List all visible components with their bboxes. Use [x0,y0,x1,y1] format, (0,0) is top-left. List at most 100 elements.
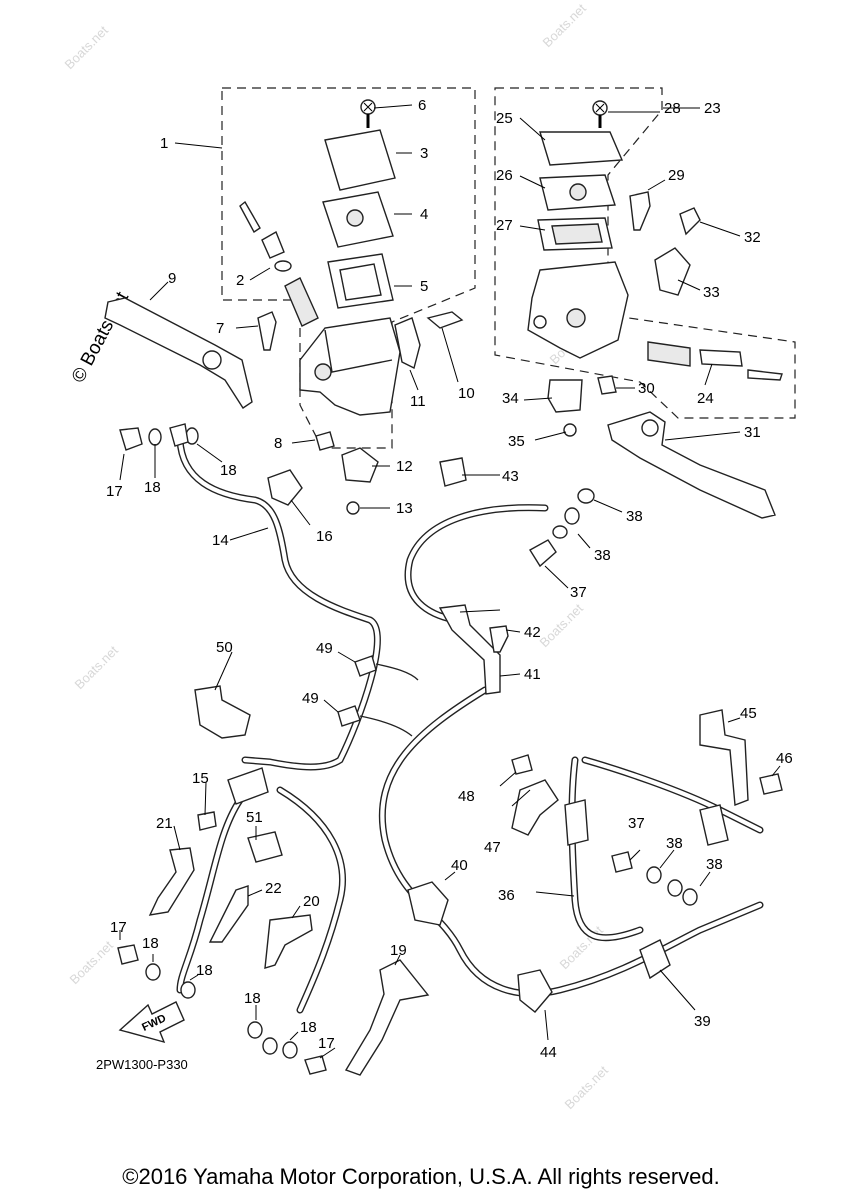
callout-11: 11 [410,393,426,410]
washer-part-38 [646,866,662,884]
switch-part-34 [547,379,583,413]
parts-diagram: Boats.net Boats.net Boats.net Boats.net … [62,0,796,1112]
callout-49: 49 [316,640,333,657]
callout-14: 14 [212,532,229,549]
callout-26: 26 [496,167,513,184]
callout-23: 23 [704,100,721,117]
bracket-part-19 [344,959,430,1076]
callout-31: 31 [744,424,761,441]
clamp-part-39 [639,939,671,980]
clamp-part-16 [267,469,303,506]
washer-part-18 [247,1021,263,1039]
screw-part-6 [360,99,376,128]
washer-part-18 [145,963,161,981]
callout-36: 36 [498,887,515,904]
pivot-bolt-part-7 [257,311,277,351]
callout-3: 3 [420,145,428,162]
clamp-part-51 [247,831,283,863]
callout-24: 24 [697,390,714,407]
banjo-bolt-part-17 [119,427,143,451]
clamp-part-43 [439,457,467,487]
hoses [176,436,764,1014]
bracket-part-21 [148,847,195,916]
callout-8: 8 [274,435,282,452]
brake-lever-part-9 [104,297,253,409]
nut-part-15 [197,811,217,831]
fittings [117,423,783,1076]
callout-19: 19 [390,942,407,959]
callout-35: 35 [508,433,525,450]
bolt-part-46 [759,773,783,795]
callout-33: 33 [703,284,720,301]
callout-46: 46 [776,750,793,767]
screw-part-13 [346,501,360,515]
callout-18: 18 [220,462,237,479]
washer-part-38 [682,888,698,906]
callout-17: 17 [106,483,123,500]
bracket-part-47 [511,779,559,836]
bolt-part-42 [489,625,509,653]
clamp-part-44 [517,969,553,1013]
callout-18: 18 [142,935,159,952]
washer-part-18 [262,1037,278,1055]
callout-22: 22 [265,880,282,897]
callout-18: 18 [300,1019,317,1036]
bolt-part-29 [629,191,651,231]
callout-50: 50 [216,639,233,656]
leader-lines [119,104,781,1059]
bolt-part-10 [426,311,464,329]
callout-9: 9 [168,270,176,287]
watermark: Boats.net [62,22,112,72]
callout-28: 28 [664,100,681,117]
callout-30: 30 [638,380,655,397]
switch-part-12 [341,447,379,483]
callout-17: 17 [110,919,127,936]
callout-38: 38 [594,547,611,564]
callout-51: 51 [246,809,263,826]
watermark: Boats.net [562,1062,612,1112]
piston-kit-part-2 [239,200,319,327]
callout-18: 18 [244,990,261,1007]
callout-4: 4 [420,206,428,223]
bolt-part-48 [511,754,533,775]
holder-part-33 [654,247,691,296]
screw-part-35 [563,423,577,437]
callout-38: 38 [626,508,643,525]
fwd-arrow: FWD [118,1001,185,1044]
callout-20: 20 [303,893,320,910]
callout-44: 44 [540,1044,557,1061]
callout-49: 49 [302,690,319,707]
bracket-part-45 [699,709,749,806]
banjo-bolt-part-17 [117,944,139,965]
clamp-part-50 [194,685,251,739]
callout-16: 16 [316,528,333,545]
callout-25: 25 [496,110,513,127]
callout-labels: 1 2 3 4 5 6 7 8 9 10 11 12 13 14 15 16 1… [106,97,793,1061]
callout-37: 37 [628,815,645,832]
watermark: Boats.net [540,0,590,50]
watermark: Boats.net [537,600,587,650]
clutch-lever-part-31 [607,411,776,519]
callout-7: 7 [216,320,224,337]
callout-48: 48 [458,788,475,805]
callout-5: 5 [420,278,428,295]
callout-6: 6 [418,97,426,114]
bracket-part-22 [208,885,249,943]
nut-part-8 [315,431,335,451]
callout-47: 47 [484,839,501,856]
callout-43: 43 [502,468,519,485]
reservoir-cap-part-3 [324,129,396,191]
callout-27: 27 [496,217,513,234]
callout-2: 2 [236,272,244,289]
callout-41: 41 [524,666,541,683]
callout-42: 42 [524,624,541,641]
callout-32: 32 [744,229,761,246]
callout-18: 18 [144,479,161,496]
holder-part-11 [394,317,421,370]
front-master-cylinder [104,99,464,515]
callout-17: 17 [318,1035,335,1052]
callout-34: 34 [502,390,519,407]
callout-38: 38 [666,835,683,852]
diagram-code: 2PW1300-P330 [96,1057,188,1072]
joint-block [227,767,269,805]
